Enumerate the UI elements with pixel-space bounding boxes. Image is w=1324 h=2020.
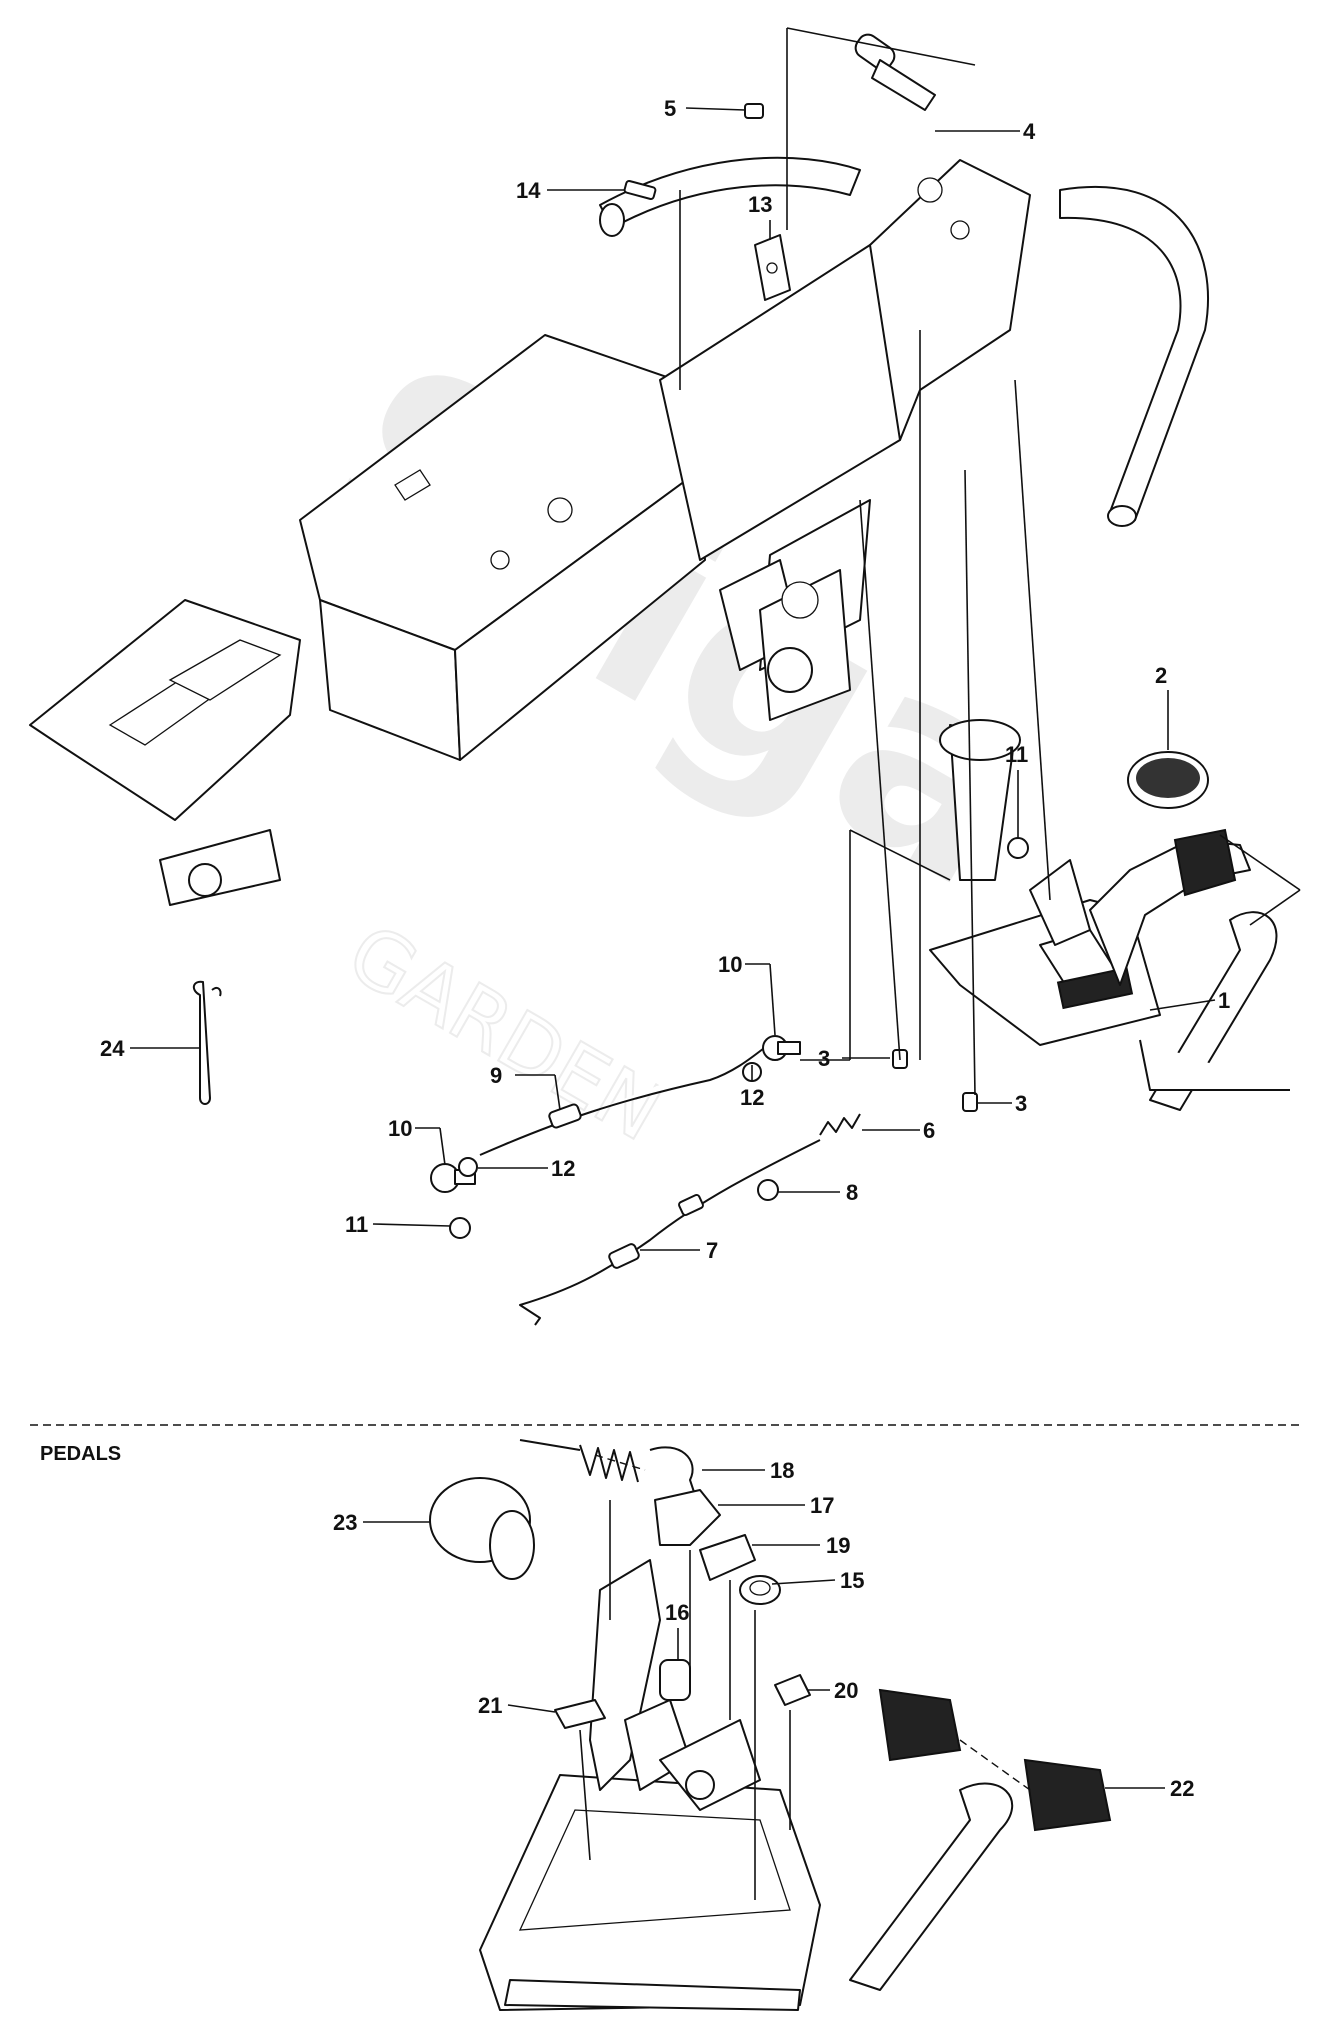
- svg-text:3: 3: [818, 1046, 830, 1071]
- svg-text:11: 11: [1005, 742, 1028, 767]
- callout-15: 15: [771, 1568, 864, 1593]
- part-14: [623, 179, 657, 201]
- svg-text:1: 1: [1218, 988, 1230, 1013]
- svg-text:15: 15: [840, 1568, 864, 1593]
- part-11-nut: [449, 1217, 471, 1239]
- pedal-base-plate: [479, 1774, 821, 2011]
- svg-text:3: 3: [1015, 1091, 1027, 1116]
- svg-text:19: 19: [826, 1533, 850, 1558]
- watermark-tagline: GARDEN: [333, 906, 678, 1159]
- svg-text:9: 9: [490, 1063, 502, 1088]
- svg-text:7: 7: [706, 1238, 718, 1263]
- callout-3-right: 3: [978, 1091, 1027, 1116]
- callout-21: 21: [478, 1693, 556, 1718]
- svg-text:8: 8: [846, 1180, 858, 1205]
- pedal-assembly: [929, 719, 1290, 1111]
- part-21: [554, 1699, 606, 1729]
- callout-2: 2: [1155, 663, 1169, 750]
- part-13: [754, 234, 791, 301]
- part-17: [654, 1489, 721, 1546]
- svg-text:5: 5: [664, 96, 676, 121]
- callout-13: 13: [748, 192, 772, 240]
- part-19: [699, 1534, 756, 1581]
- part-8-clip: [757, 1179, 779, 1201]
- callout-4: 4: [935, 119, 1036, 144]
- callout-11-lower: 11: [345, 1212, 451, 1237]
- svg-text:11: 11: [345, 1212, 368, 1237]
- part-20: [774, 1674, 811, 1706]
- callout-12-upper: 12: [740, 1065, 764, 1110]
- callout-14: 14: [516, 178, 625, 203]
- part-15: [739, 1575, 781, 1605]
- callout-22: 22: [1105, 1776, 1194, 1801]
- callout-3-left: 3: [818, 1046, 890, 1071]
- callout-7: 7: [640, 1238, 718, 1263]
- svg-text:12: 12: [551, 1156, 575, 1181]
- svg-text:18: 18: [770, 1458, 794, 1483]
- part-5: [744, 103, 764, 119]
- callout-18: 18: [702, 1458, 794, 1483]
- part-2: [1127, 751, 1209, 809]
- callout-12-lower: 12: [478, 1156, 575, 1181]
- svg-text:2: 2: [1155, 663, 1167, 688]
- part-16: [659, 1659, 691, 1701]
- callout-24: 24: [100, 1036, 200, 1061]
- part-11-upper: [1007, 837, 1029, 859]
- svg-text:14: 14: [516, 178, 541, 203]
- callout-1: 1: [1149, 988, 1230, 1013]
- svg-text:21: 21: [478, 1693, 502, 1718]
- svg-text:10: 10: [718, 952, 742, 977]
- callout-6: 6: [862, 1118, 935, 1143]
- part-24-pin: [192, 980, 222, 1105]
- callout-10-upper: 10: [718, 952, 776, 1036]
- callout-9: 9: [490, 1063, 561, 1111]
- svg-text:16: 16: [665, 1600, 689, 1625]
- svg-text:10: 10: [388, 1116, 412, 1141]
- part-1-pedal: [1173, 828, 1237, 897]
- part-7-cable: [519, 1139, 821, 1326]
- svg-text:17: 17: [810, 1493, 834, 1518]
- callout-20: 20: [808, 1678, 858, 1703]
- pedal-lever-assembly: [589, 1559, 761, 1811]
- callout-11-upper: 11: [1005, 742, 1028, 838]
- chassis-frame: [29, 156, 1209, 906]
- callout-17: 17: [718, 1493, 834, 1518]
- svg-text:13: 13: [748, 192, 772, 217]
- svg-text:22: 22: [1170, 1776, 1194, 1801]
- svg-text:6: 6: [923, 1118, 935, 1143]
- svg-text:20: 20: [834, 1678, 858, 1703]
- callout-23: 23: [333, 1510, 430, 1535]
- callout-19: 19: [752, 1533, 850, 1558]
- part-9-cable: [479, 1039, 776, 1156]
- callout-16: 16: [665, 1600, 689, 1660]
- svg-text:24: 24: [100, 1036, 125, 1061]
- svg-text:23: 23: [333, 1510, 357, 1535]
- callout-10-lower: 10: [388, 1116, 446, 1166]
- callout-8: 8: [778, 1180, 858, 1205]
- svg-text:12: 12: [740, 1085, 764, 1110]
- pedal-assembly-guides: [579, 1454, 1031, 1900]
- part-22: [849, 1688, 1112, 1991]
- assembly-guides: [679, 27, 1301, 1096]
- section-label: PEDALS: [40, 1443, 121, 1465]
- part-3-bolts: [892, 1049, 978, 1112]
- callout-5: 5: [664, 96, 746, 121]
- part-6-spring: [819, 1113, 861, 1136]
- svg-text:4: 4: [1023, 119, 1036, 144]
- part-23: [429, 1477, 535, 1580]
